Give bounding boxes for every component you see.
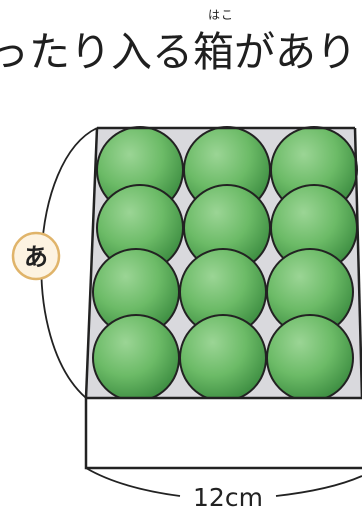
box-back-right-edge	[353, 127, 362, 399]
ball	[92, 314, 180, 402]
problem-sentence: ったり入る箱があり	[0, 28, 357, 76]
side-marker-badge: あ	[11, 231, 61, 281]
box-back-left-edge	[84, 127, 99, 399]
width-label: 12cm	[193, 483, 263, 512]
box-front-face	[84, 396, 362, 470]
side-marker-label: あ	[24, 243, 48, 271]
ball	[179, 314, 267, 402]
width-bracket-left	[85, 467, 181, 497]
ball	[266, 314, 354, 402]
furigana-hako: はこ	[207, 8, 234, 22]
width-bracket-right	[275, 475, 362, 497]
balls-group	[92, 126, 358, 402]
